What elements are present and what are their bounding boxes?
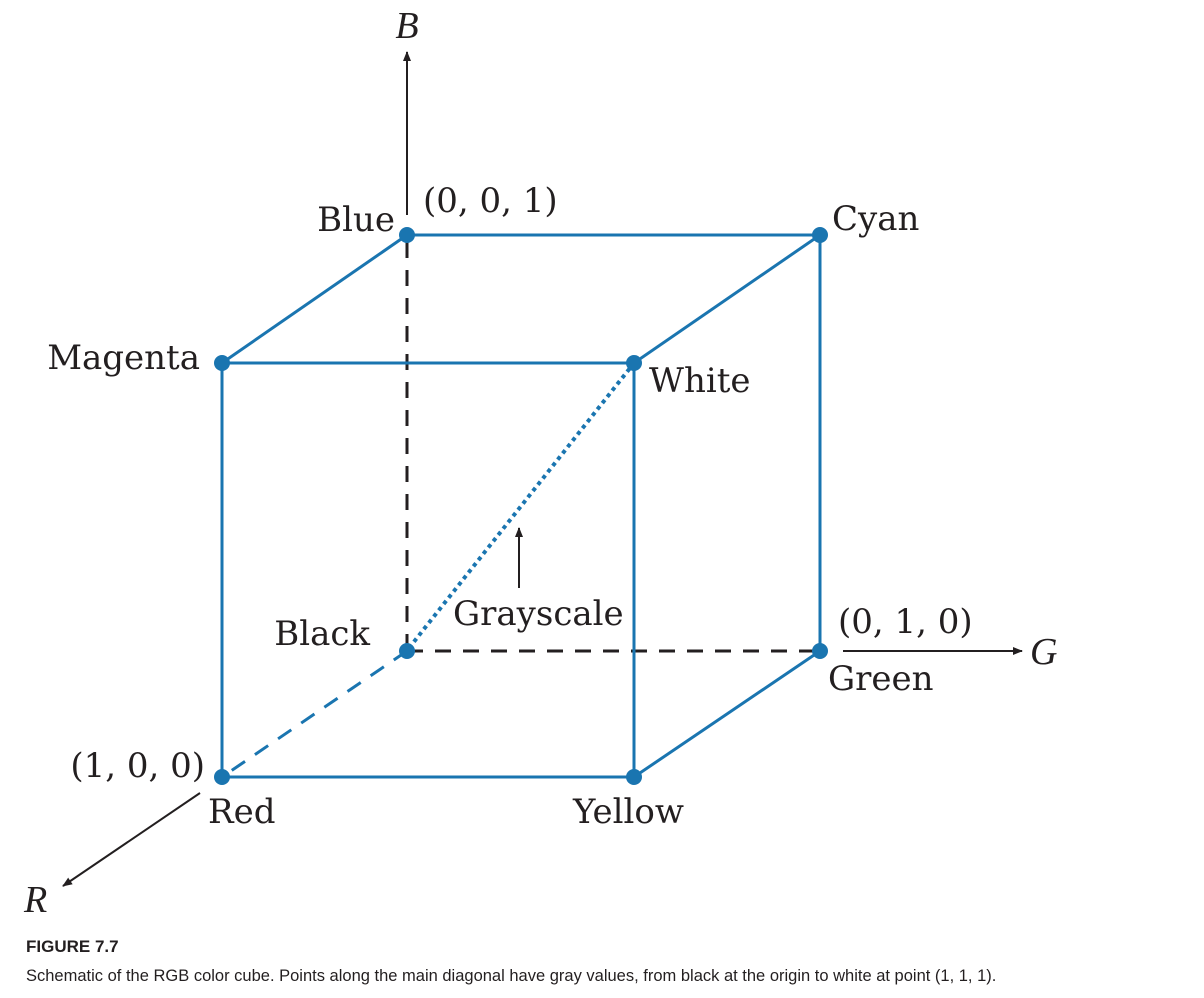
vertex-magenta [214, 355, 230, 371]
figure-number: FIGURE 7.7 [26, 937, 119, 956]
r-axis-arrow [62, 792, 201, 887]
vertex-yellow [626, 769, 642, 785]
label-green: Green [828, 659, 934, 699]
edge-blue-magenta [221, 233, 408, 365]
axis-label-b: B [395, 5, 418, 47]
figure-caption: Schematic of the RGB color cube. Points … [26, 967, 997, 985]
vertex-blue [399, 227, 415, 243]
vertex-white [626, 355, 642, 371]
vertex-green [812, 643, 828, 659]
label-yellow: Yellow [572, 792, 684, 832]
coord-green: (0, 1, 0) [838, 602, 973, 642]
hidden-edge-black-red [221, 649, 408, 779]
vertex-cyan [812, 227, 828, 243]
cube-edges [220, 233, 822, 779]
edge-cyan-white [633, 233, 821, 365]
grayscale-label: Grayscale [453, 594, 624, 634]
rgb-cube-diagram: B G R Blue Cyan Magenta White Black Gree… [23, 5, 1057, 921]
axis-label-r: R [23, 879, 47, 921]
label-cyan: Cyan [832, 199, 919, 239]
label-white: White [649, 361, 751, 401]
label-magenta: Magenta [47, 338, 200, 378]
vertex-black [399, 643, 415, 659]
axis-label-g: G [1030, 631, 1057, 673]
label-black: Black [274, 614, 370, 654]
label-blue: Blue [317, 200, 395, 240]
coord-blue: (0, 0, 1) [423, 181, 558, 221]
coord-red: (1, 0, 0) [70, 746, 205, 786]
label-red: Red [208, 792, 276, 832]
vertex-red [214, 769, 230, 785]
edge-green-yellow [633, 649, 821, 779]
